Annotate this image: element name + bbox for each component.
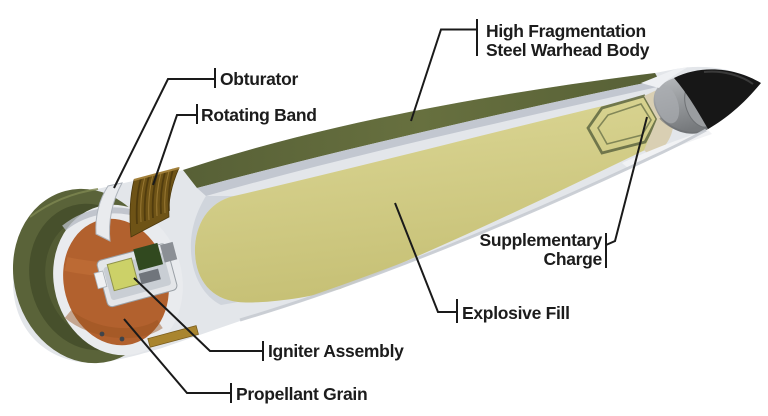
igniter-charge-block: [133, 242, 164, 271]
fuze-shadow: [659, 117, 701, 134]
brass-strip: [147, 325, 199, 348]
bolt: [119, 336, 125, 342]
rotating-band-glints: [140, 170, 170, 223]
igniter-assembly-group: [93, 241, 178, 308]
leader-propellant-grain: [123, 318, 232, 403]
label-warhead-body-line1: High Fragmentation: [486, 21, 646, 41]
igniter-primer: [106, 257, 140, 292]
warhead-body-surface: [183, 73, 659, 188]
propellant-shadow: [64, 310, 163, 339]
leader-obturator: [113, 68, 216, 189]
label-rotating-band: Rotating Band: [201, 105, 317, 125]
bottom-edge-shading: [239, 128, 707, 322]
steel-wall-strip: [197, 80, 662, 196]
bolt: [99, 331, 105, 337]
leader-explosive-fill: [394, 202, 458, 323]
nose-cone: [674, 69, 761, 129]
igniter-cap: [160, 241, 178, 263]
label-explosive-fill: Explosive Fill: [462, 303, 570, 323]
igniter-knob: [93, 270, 108, 290]
fuze-face: [654, 84, 680, 124]
rim-above-fuze: [641, 67, 688, 88]
rotating-band-ribs: [135, 168, 174, 225]
nose-cone-sheen: [703, 70, 754, 85]
igniter-base-detail: [138, 268, 161, 285]
label-supplementary-charge-line1: Supplementary: [479, 230, 602, 250]
leader-igniter-assembly: [133, 277, 264, 361]
rotating-band: [129, 167, 180, 238]
leader-warhead-body: [410, 19, 478, 122]
label-propellant-grain: Propellant Grain: [236, 384, 367, 404]
leader-rotating-band: [152, 104, 198, 186]
label-supplementary-charge-line2: Charge: [544, 249, 603, 269]
label-warhead-body-line2: Steel Warhead Body: [486, 40, 650, 60]
explosive-fill-shape: [194, 96, 659, 303]
base-cap-highlight: [29, 188, 99, 218]
label-obturator: Obturator: [220, 69, 298, 89]
obturator-band: [95, 182, 123, 242]
label-igniter-assembly: Igniter Assembly: [268, 341, 404, 361]
leader-supplementary-charge: [605, 116, 648, 268]
